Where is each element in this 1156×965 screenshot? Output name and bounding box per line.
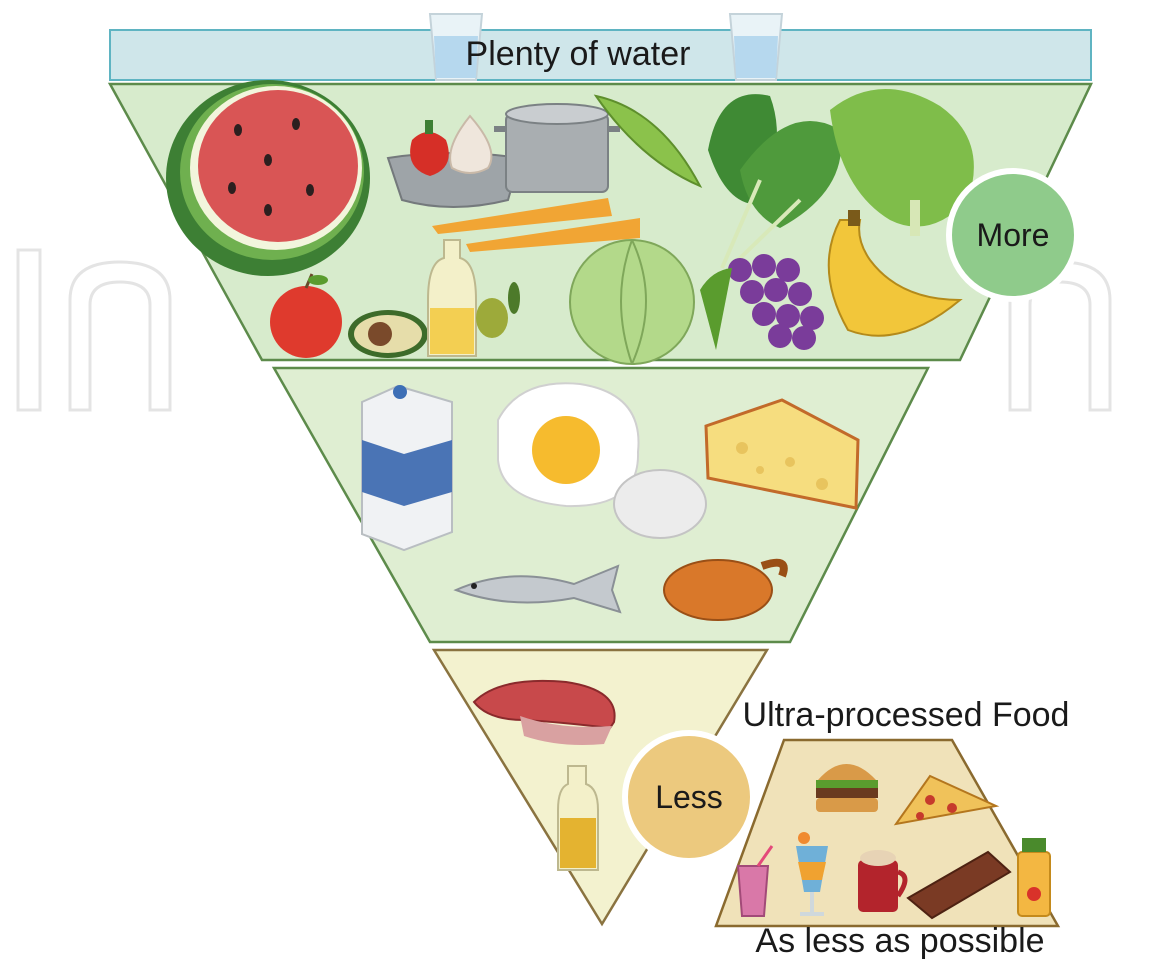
less-badge: Less <box>622 730 756 864</box>
egg-icon <box>614 470 706 538</box>
cabbage-icon <box>570 240 694 364</box>
avocado-icon <box>348 310 428 358</box>
ultra-processed-caption: As less as possible <box>700 922 1100 961</box>
cooking-pot-icon <box>494 104 620 192</box>
more-badge: More <box>946 168 1080 302</box>
fried-egg-icon <box>498 383 639 506</box>
watermelon-icon <box>166 80 370 276</box>
water-band-label: Plenty of water <box>300 30 856 78</box>
ultra-processed-title: Ultra-processed Food <box>716 696 1096 735</box>
milk-carton-icon <box>362 385 452 550</box>
juice-bottle-icon <box>1018 838 1050 916</box>
